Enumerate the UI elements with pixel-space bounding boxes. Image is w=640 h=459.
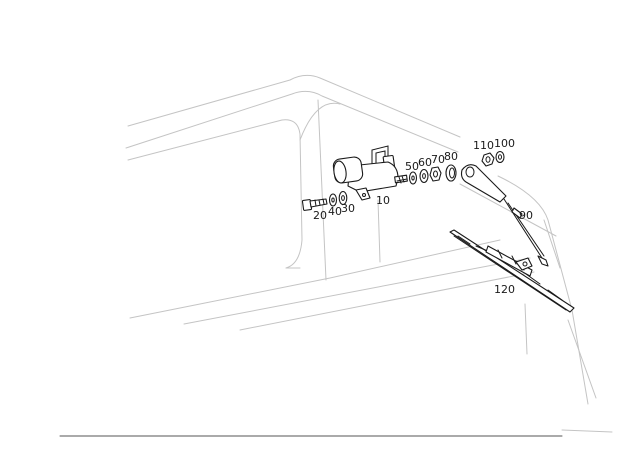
callout-80: 80 — [444, 150, 458, 163]
callout-90: 90 — [519, 209, 533, 222]
cap — [445, 164, 457, 182]
vehicle-body-outline — [125, 74, 613, 433]
callout-100: 100 — [494, 137, 515, 150]
seal-50 — [408, 171, 418, 185]
nut-70 — [429, 166, 442, 182]
callout-40: 40 — [328, 205, 342, 218]
washer-60 — [419, 168, 429, 184]
washer-30 — [338, 190, 348, 206]
callout-10: 10 — [376, 194, 390, 207]
callout-50: 50 — [405, 160, 419, 173]
washer-100 — [495, 150, 505, 164]
callout-30: 30 — [341, 202, 355, 215]
callout-110: 110 — [473, 139, 494, 152]
washer-40 — [328, 193, 338, 207]
callout-60: 60 — [418, 156, 432, 169]
callout-120: 120 — [494, 283, 515, 296]
wiper-arm — [460, 164, 549, 267]
callout-labels: 10 20 40 30 50 60 70 80 90 110 100 120 — [313, 137, 533, 296]
callout-20: 20 — [313, 209, 327, 222]
wiper-motor — [332, 145, 408, 201]
bolt — [301, 198, 328, 211]
callout-70: 70 — [431, 153, 445, 166]
wiper-blade — [449, 229, 575, 313]
nut-110 — [481, 152, 495, 167]
